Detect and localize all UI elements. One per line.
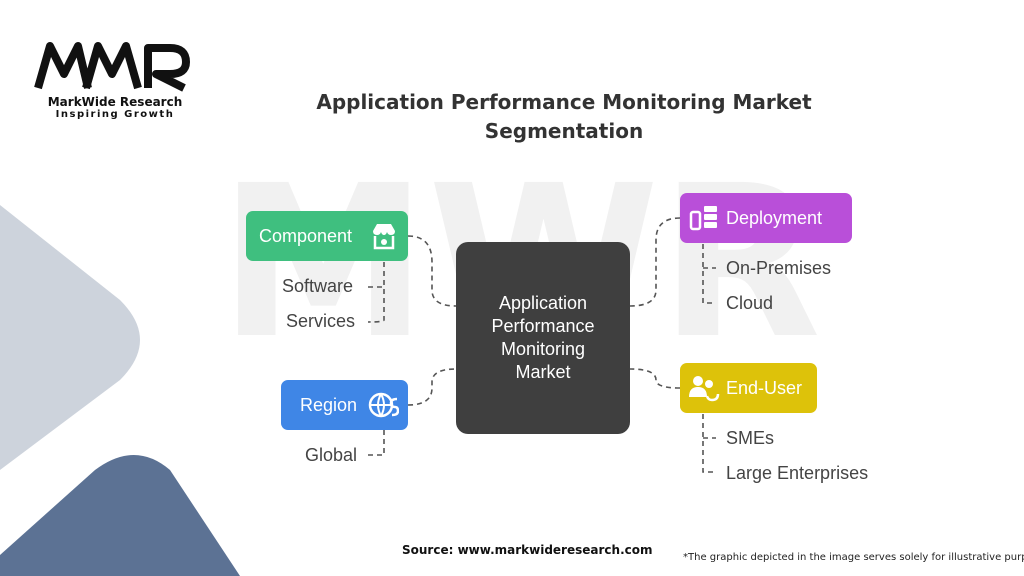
brand-tagline: Inspiring Growth: [55, 109, 175, 120]
center-label: Application Performance Monitoring Marke…: [491, 293, 595, 382]
deployment-item-on-premises: On-Premises: [726, 258, 832, 278]
brand-name: MarkWide Research: [47, 95, 183, 109]
segment-deployment: Deployment: [680, 193, 852, 243]
disclaimer-text: *The graphic depicted in the image serve…: [683, 552, 1024, 563]
component-item-software: Software: [282, 276, 354, 296]
segment-label: End-User: [726, 377, 803, 398]
title-line-1: Application Performance Monitoring Marke…: [316, 90, 812, 114]
users-icon: [689, 376, 720, 402]
server-device-icon: [689, 206, 717, 231]
shop-icon: [373, 224, 395, 250]
page-title: Application Performance Monitoring Marke…: [264, 88, 864, 146]
region-item-global: Global: [305, 445, 358, 465]
end-user-item-large-enterprises: Large Enterprises: [726, 463, 869, 483]
center-node: Application Performance Monitoring Marke…: [456, 242, 630, 434]
segment-region: Region: [281, 380, 408, 430]
segment-label: Deployment: [726, 207, 823, 228]
mwr-logo-icon: [34, 42, 190, 92]
component-item-services: Services: [286, 311, 356, 331]
end-user-item-smes: SMEs: [726, 428, 775, 448]
segment-component: Component: [246, 211, 408, 261]
brand-logo: MarkWide Research Inspiring Growth: [30, 40, 200, 120]
segment-end-user: End-User: [680, 363, 817, 413]
globe-icon: [368, 392, 399, 418]
deployment-item-cloud: Cloud: [726, 293, 774, 313]
title-line-2: Segmentation: [484, 119, 644, 143]
segment-label: Component: [259, 225, 353, 246]
segment-label: Region: [300, 394, 358, 415]
source-text: Source: www.markwideresearch.com: [402, 543, 653, 557]
